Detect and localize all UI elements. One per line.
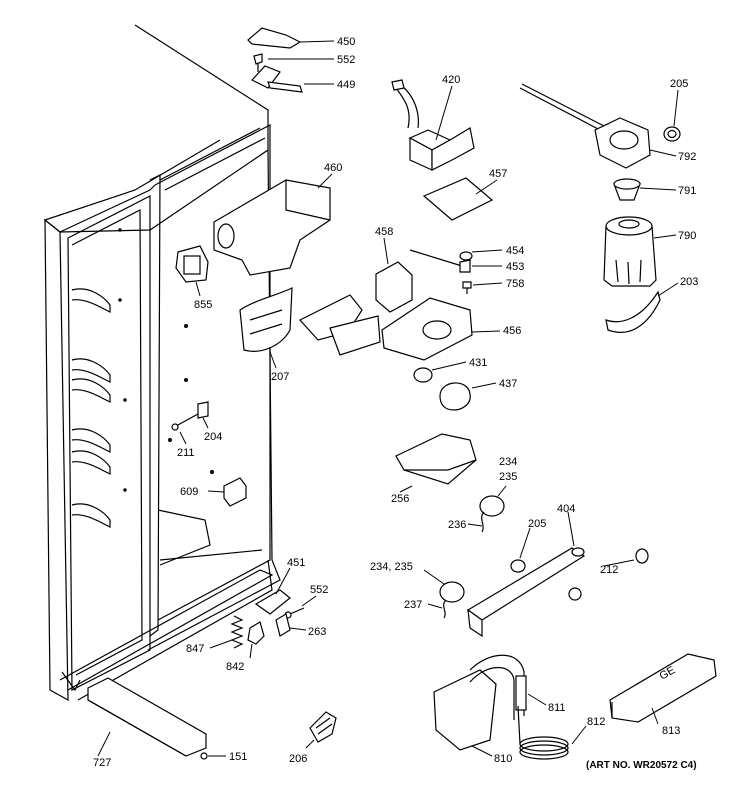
part-454-nut[interactable] xyxy=(459,249,503,261)
part-842-cam[interactable] xyxy=(247,621,265,659)
part-205-cap[interactable] xyxy=(663,89,681,142)
label-454[interactable]: 454 xyxy=(506,245,524,257)
part-727-kick-plate[interactable] xyxy=(87,677,207,757)
part-203-filter-cover[interactable] xyxy=(605,282,679,333)
label-758[interactable]: 758 xyxy=(506,278,524,290)
part-212-bushing[interactable] xyxy=(568,548,649,601)
label-458[interactable]: 458 xyxy=(375,226,393,238)
label-205-mid[interactable]: 205 xyxy=(528,518,546,530)
label-790[interactable]: 790 xyxy=(678,230,696,242)
part-458-bracket[interactable] xyxy=(375,237,413,313)
part-460-fan-duct[interactable] xyxy=(213,173,333,276)
label-813[interactable]: 813 xyxy=(662,725,680,737)
label-811[interactable]: 811 xyxy=(548,702,566,714)
label-256[interactable]: 256 xyxy=(391,493,409,505)
label-792[interactable]: 792 xyxy=(678,151,696,163)
part-449-hinge-pin[interactable] xyxy=(251,65,334,93)
label-234-235[interactable]: 234, 235 xyxy=(370,561,413,573)
label-212[interactable]: 212 xyxy=(600,564,618,576)
label-234[interactable]: 234 xyxy=(499,456,517,468)
part-206-foot[interactable] xyxy=(305,711,337,749)
label-236[interactable]: 236 xyxy=(448,519,466,531)
part-207-cover[interactable] xyxy=(239,287,293,369)
part-552-screw[interactable] xyxy=(253,53,334,72)
label-791[interactable]: 791 xyxy=(678,185,696,197)
part-457-heater-shield[interactable] xyxy=(422,177,498,221)
part-812-coil[interactable] xyxy=(517,705,587,760)
label-842[interactable]: 842 xyxy=(226,661,244,673)
part-855-damper[interactable] xyxy=(175,245,209,297)
part-420-dispenser-switch[interactable] xyxy=(391,79,475,171)
part-451-bracket[interactable] xyxy=(254,567,291,615)
part-431-socket[interactable] xyxy=(413,361,467,383)
part-792-filter-head[interactable] xyxy=(519,83,677,169)
label-437[interactable]: 437 xyxy=(499,378,517,390)
part-847-spring[interactable] xyxy=(209,615,244,649)
label-431[interactable]: 431 xyxy=(469,357,487,369)
label-206[interactable]: 206 xyxy=(289,753,307,765)
label-235[interactable]: 235 xyxy=(499,471,517,483)
label-263[interactable]: 263 xyxy=(308,626,326,638)
label-847[interactable]: 847 xyxy=(186,643,204,655)
part-number-labels: 450 552 449 420 205 792 791 790 203 460 … xyxy=(93,36,698,771)
part-791-bypass-plug[interactable] xyxy=(613,178,677,201)
label-727[interactable]: 727 xyxy=(93,757,111,769)
refrigerator-cabinet xyxy=(43,24,281,702)
label-204[interactable]: 204 xyxy=(204,431,222,443)
part-256-dispenser-cover[interactable] xyxy=(395,433,477,493)
part-236-ring[interactable] xyxy=(467,485,507,533)
label-810[interactable]: 810 xyxy=(494,753,512,765)
part-404-bar[interactable] xyxy=(466,511,586,638)
part-609-switch[interactable] xyxy=(207,477,247,507)
label-203[interactable]: 203 xyxy=(680,276,698,288)
part-811-tube[interactable] xyxy=(527,693,547,706)
part-453-clip[interactable] xyxy=(409,249,502,273)
label-450[interactable]: 450 xyxy=(337,36,355,48)
label-237[interactable]: 237 xyxy=(404,599,422,611)
label-151[interactable]: 151 xyxy=(229,751,247,763)
label-456[interactable]: 456 xyxy=(503,325,521,337)
part-813-bezel[interactable]: GE xyxy=(609,653,717,725)
art-number: (ART NO. WR20572 C4) xyxy=(586,760,697,771)
part-211-screw[interactable] xyxy=(171,413,199,445)
label-453[interactable]: 453 xyxy=(506,261,524,273)
label-207[interactable]: 207 xyxy=(271,371,289,383)
part-263-connector[interactable] xyxy=(275,613,307,637)
part-204-bushing[interactable] xyxy=(197,401,209,429)
part-456-light-housing[interactable] xyxy=(299,294,501,361)
label-460[interactable]: 460 xyxy=(324,162,342,174)
part-151-screw[interactable] xyxy=(200,752,226,760)
part-810-water-valve[interactable] xyxy=(433,654,527,757)
label-211[interactable]: 211 xyxy=(177,447,195,459)
part-450-top-hinge[interactable] xyxy=(247,27,335,49)
label-812[interactable]: 812 xyxy=(587,716,605,728)
part-552-screw-lower[interactable] xyxy=(284,595,317,619)
label-457[interactable]: 457 xyxy=(489,168,507,180)
label-855[interactable]: 855 xyxy=(194,299,212,311)
part-437-bulb[interactable] xyxy=(439,382,497,411)
part-790-water-filter[interactable] xyxy=(603,216,677,287)
part-237-ring[interactable] xyxy=(423,569,465,619)
part-205-grommet[interactable] xyxy=(510,527,531,573)
label-449[interactable]: 449 xyxy=(337,79,355,91)
part-758-screw[interactable] xyxy=(462,281,503,294)
label-552[interactable]: 552 xyxy=(337,54,355,66)
label-451[interactable]: 451 xyxy=(287,557,305,569)
label-552-lower[interactable]: 552 xyxy=(310,584,328,596)
label-404[interactable]: 404 xyxy=(557,503,575,515)
label-420[interactable]: 420 xyxy=(442,74,460,86)
label-205-top[interactable]: 205 xyxy=(670,78,688,90)
label-609[interactable]: 609 xyxy=(180,486,198,498)
